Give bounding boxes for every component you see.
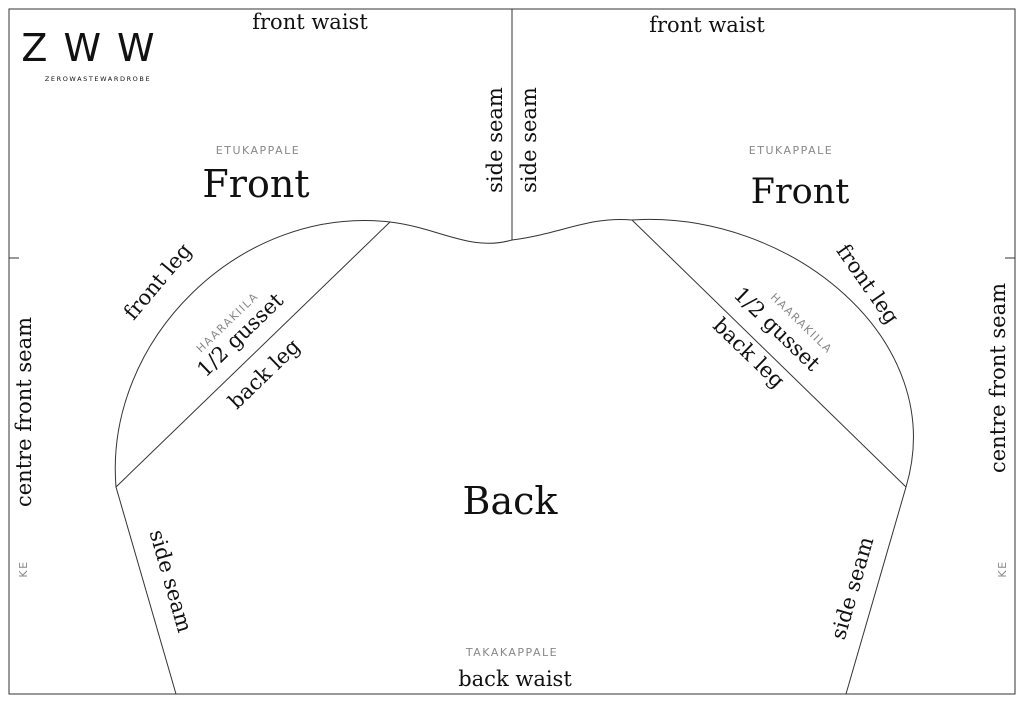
front-right-label-fi: ETUKAPPALE bbox=[749, 144, 833, 157]
front-left-label-fi: ETUKAPPALE bbox=[216, 144, 300, 157]
back-label-fi: TAKAKAPPALE bbox=[465, 646, 558, 659]
centre-front-seam-right-label: centre front seam bbox=[986, 283, 1010, 473]
front-leg-left-label: front leg bbox=[119, 239, 196, 325]
centre-front-seam-left-label: centre front seam bbox=[12, 317, 36, 507]
side-seam-bottom-right-label: side seam bbox=[826, 534, 878, 642]
side-seam-bottom-left-label: side seam bbox=[145, 527, 197, 635]
back-piece-outline bbox=[114, 218, 914, 695]
brand-tagline: ZEROWASTEWARDROBE bbox=[45, 75, 151, 83]
front-waist-left-label: front waist bbox=[252, 10, 368, 34]
front-leg-right-label: front leg bbox=[832, 240, 904, 329]
front-left-label-en: Front bbox=[202, 162, 309, 206]
ke-mark-left: KE bbox=[17, 560, 30, 577]
back-waist-label: back waist bbox=[458, 667, 572, 691]
side-seam-top-right-label: side seam bbox=[517, 87, 541, 193]
brand-logo: ZWW bbox=[21, 26, 170, 70]
gusset-line-left bbox=[115, 221, 391, 488]
ke-mark-right: KE bbox=[996, 560, 1009, 577]
front-right-label-en: Front bbox=[751, 172, 850, 212]
gusset-line-right bbox=[631, 219, 907, 488]
front-waist-right-label: front waist bbox=[649, 13, 765, 37]
back-label-en: Back bbox=[463, 479, 559, 523]
side-seam-top-left-label: side seam bbox=[483, 87, 507, 193]
